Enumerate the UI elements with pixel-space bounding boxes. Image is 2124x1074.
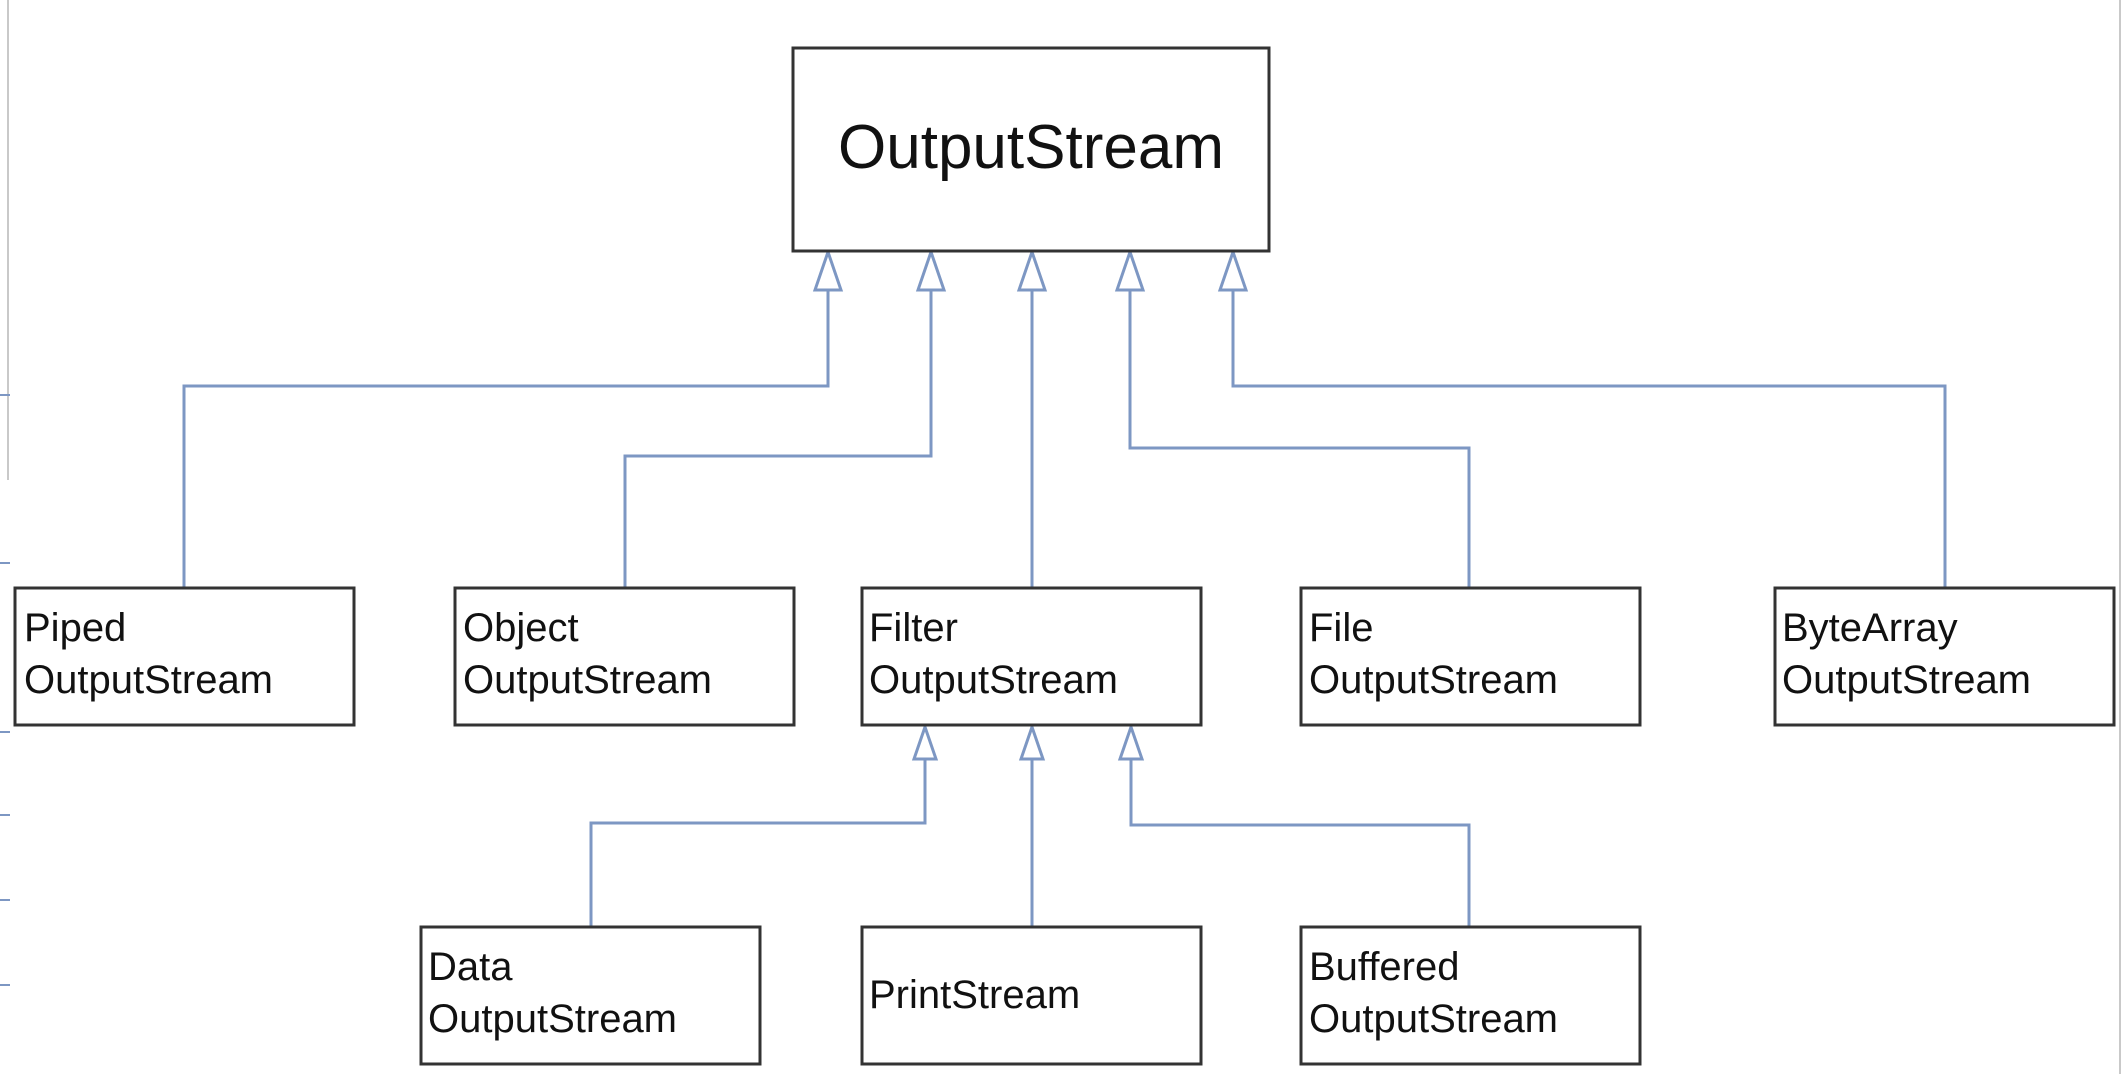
- printstream-box: PrintStream: [860, 925, 1203, 1066]
- inherit-arrow-piped: [812, 247, 844, 292]
- file-label-line-1: File: [1309, 606, 1373, 650]
- buffered-outputstream-box: Buffered OutputStream: [1299, 925, 1642, 1066]
- data-label-line-2: OutputStream: [428, 997, 677, 1041]
- filter-label-line-2: OutputStream: [869, 658, 1118, 702]
- arrowheads-level-1: [812, 247, 1249, 292]
- object-outputstream-box: Object OutputStream: [453, 586, 796, 727]
- buffered-label-line-2: OutputStream: [1309, 997, 1558, 1041]
- data-label-line-1: Data: [428, 945, 513, 989]
- inherit-arrow-print: [1018, 722, 1046, 761]
- buffered-label-line-1: Buffered: [1309, 945, 1460, 989]
- file-label-line-2: OutputStream: [1309, 658, 1558, 702]
- arrowheads-level-2: [911, 722, 1145, 761]
- inherit-arrow-data: [911, 722, 939, 761]
- outputstream-label: OutputStream: [838, 113, 1224, 182]
- connector-object: [623, 290, 933, 588]
- inherit-arrow-buffered: [1117, 722, 1145, 761]
- object-label-line-2: OutputStream: [463, 658, 712, 702]
- inherit-arrow-bytearray: [1217, 247, 1249, 292]
- connectors-level-2: [589, 759, 1471, 927]
- connector-piped: [182, 290, 830, 588]
- outputstream-box: OutputStream: [791, 46, 1271, 253]
- piped-outputstream-box: Piped OutputStream: [13, 586, 356, 727]
- connector-file: [1128, 290, 1471, 588]
- printstream-label: PrintStream: [869, 973, 1080, 1017]
- bytearray-outputstream-box: ByteArray OutputStream: [1773, 586, 2116, 727]
- left-edge-artifacts: [0, 0, 10, 986]
- file-outputstream-box: File OutputStream: [1299, 586, 1642, 727]
- piped-label-line-1: Piped: [24, 606, 126, 650]
- connector-data: [589, 759, 927, 927]
- filter-outputstream-box: Filter OutputStream: [860, 586, 1203, 727]
- connectors-level-1: [182, 290, 1947, 588]
- inherit-arrow-object: [915, 247, 947, 292]
- data-outputstream-box: Data OutputStream: [419, 925, 762, 1066]
- inherit-arrow-filter: [1016, 247, 1048, 292]
- object-label-line-1: Object: [463, 606, 579, 650]
- inherit-arrow-file: [1114, 247, 1146, 292]
- connector-bytearray: [1231, 290, 1947, 588]
- bytearray-label-line-1: ByteArray: [1782, 606, 1958, 650]
- connector-buffered: [1129, 759, 1471, 927]
- piped-label-line-2: OutputStream: [24, 658, 273, 702]
- filter-label-line-1: Filter: [869, 606, 958, 650]
- bytearray-label-line-2: OutputStream: [1782, 658, 2031, 702]
